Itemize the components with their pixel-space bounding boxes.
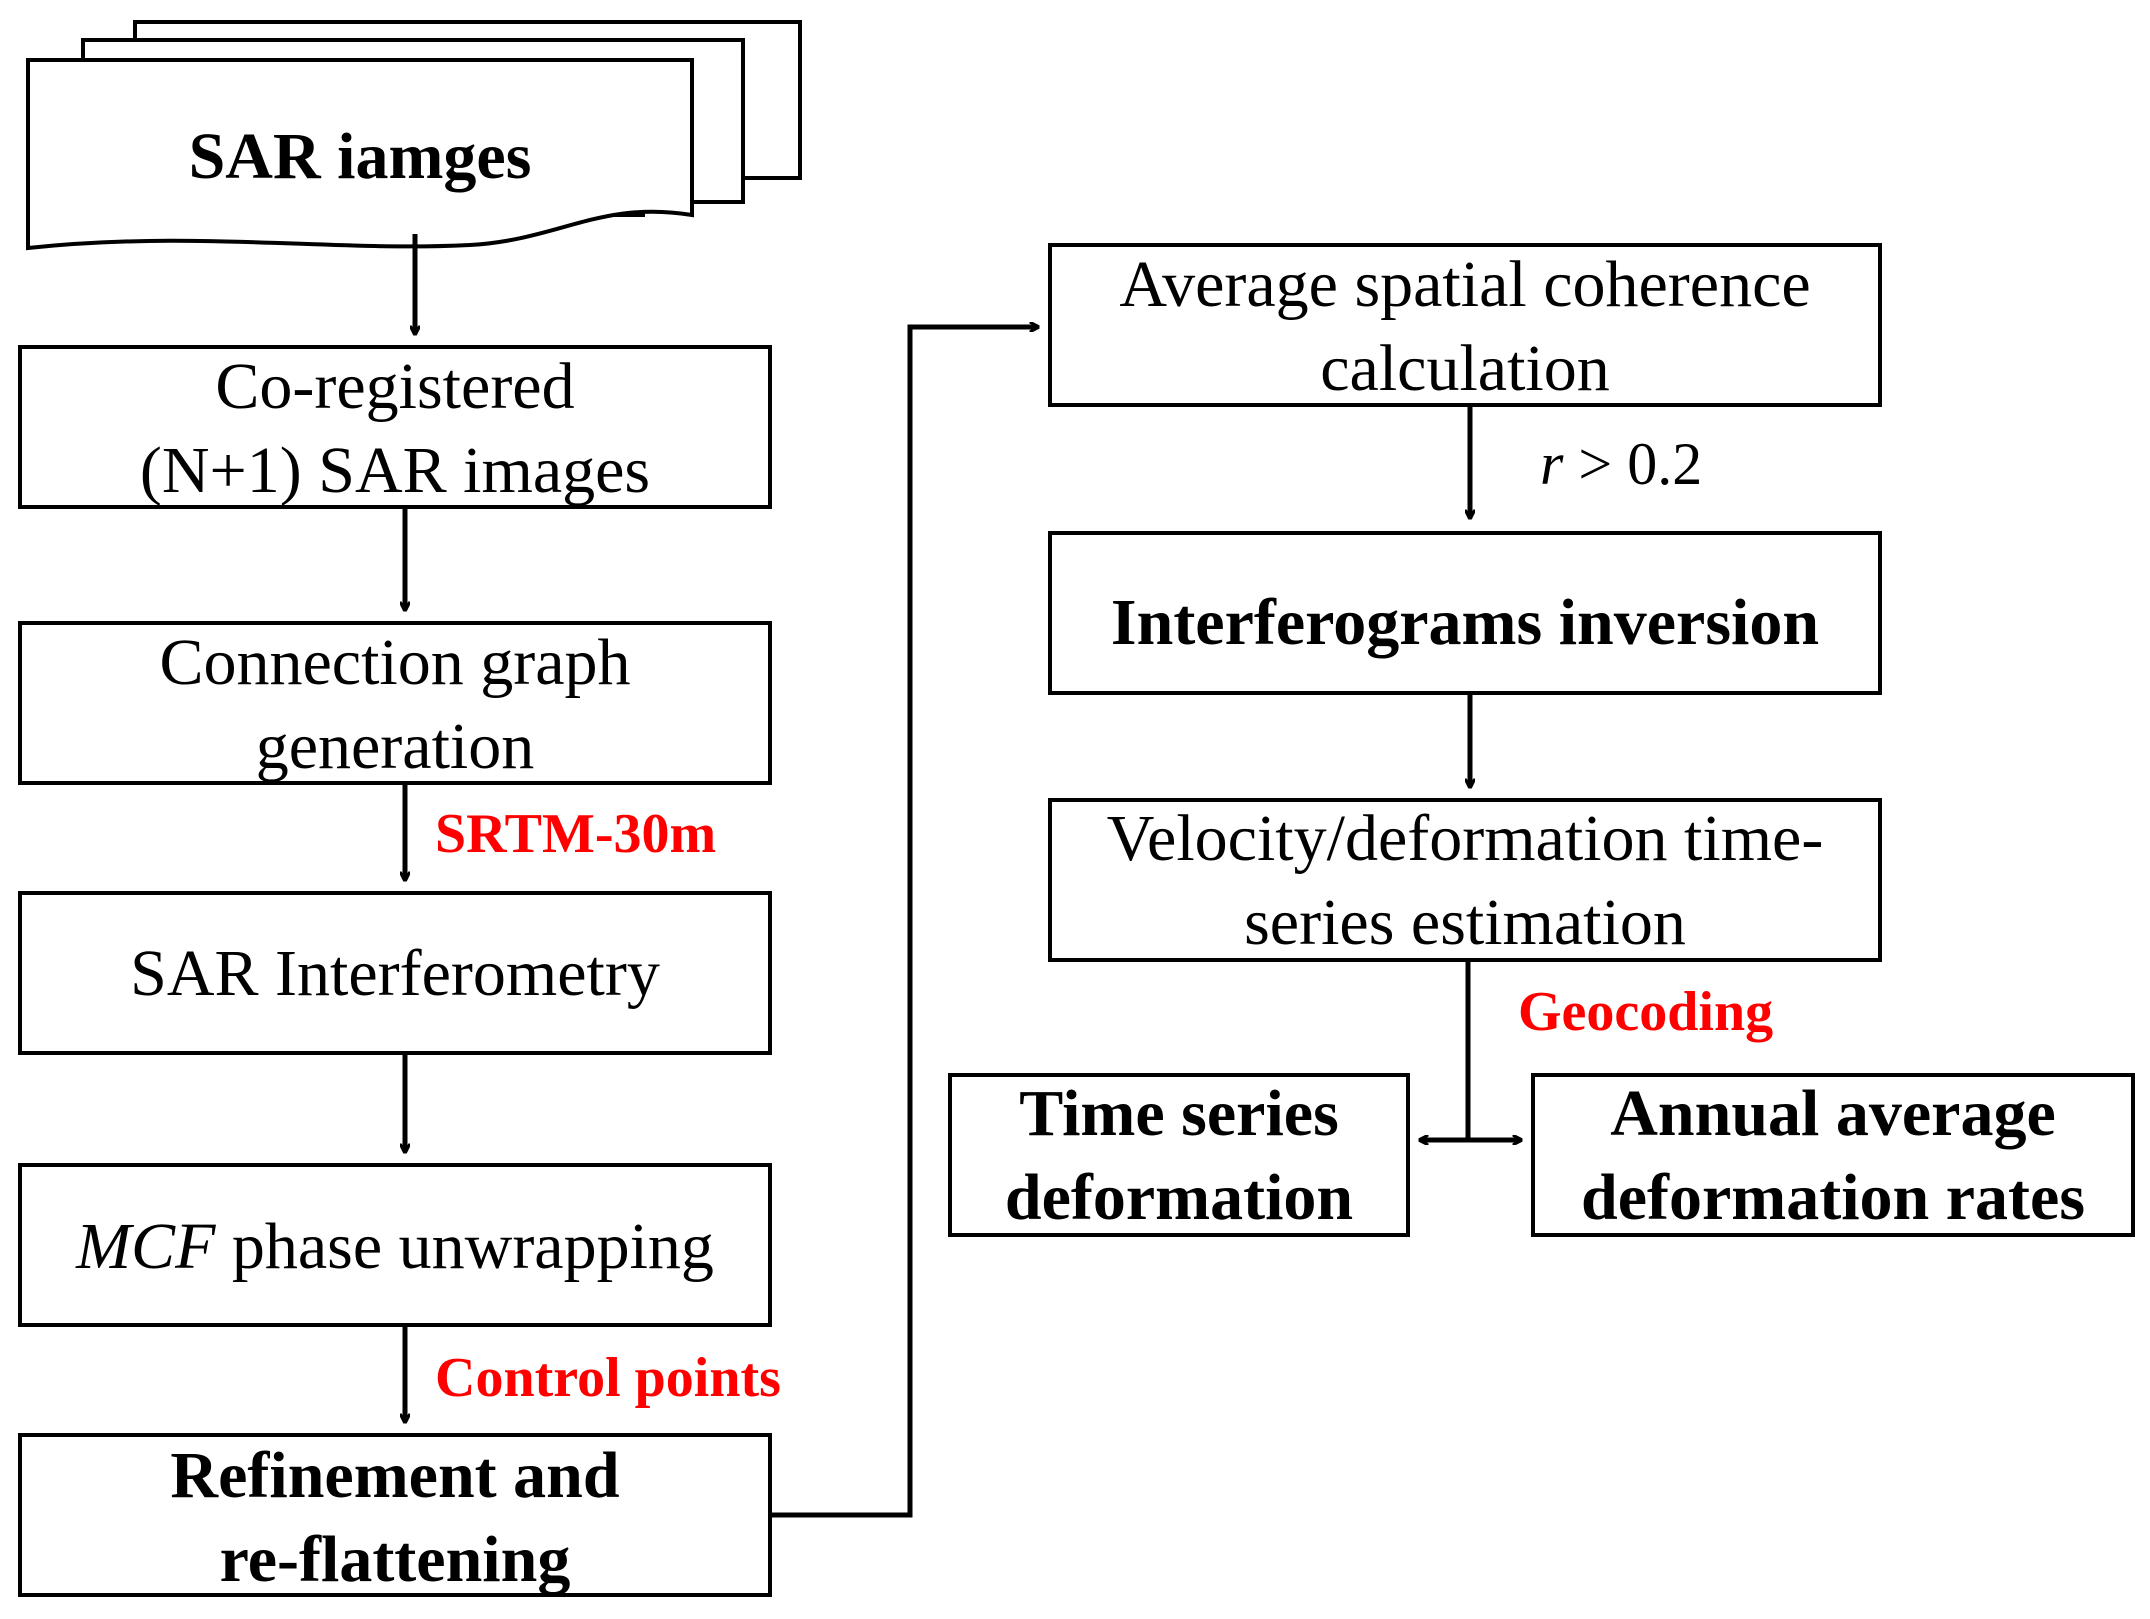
coregistered-box: Co-registered (N+1) SAR images — [18, 345, 772, 509]
refinement-box: Refinement and re-flattening — [18, 1433, 772, 1597]
time-series-deformation-box: Time series deformation — [948, 1073, 1410, 1237]
time-series-line-1: Time series — [1019, 1077, 1339, 1150]
mcf-unwrapping-label: MCF phase unwrapping — [75, 1210, 714, 1283]
mcf-unwrapping-rect — [18, 1163, 772, 1327]
srtm-label: SRTM-30m — [435, 803, 716, 865]
mcf-italic: MCF — [75, 1210, 216, 1283]
document-layer-front — [26, 58, 694, 251]
interferograms-inversion-rect — [1048, 531, 1882, 695]
velocity-estimation-rect — [1048, 798, 1882, 962]
control-points-label: Control points — [435, 1347, 781, 1409]
mcf-rest: phase unwrapping — [215, 1210, 714, 1283]
sar-images-stack: SAR iamges — [26, 20, 802, 251]
coherence-threshold-value: > 0.2 — [1563, 431, 1702, 497]
interferograms-inversion-label: Interferograms inversion — [1111, 586, 1819, 659]
velocity-estimation-box: Velocity/deformation time- series estima… — [1048, 798, 1882, 962]
avg-coherence-rect — [1048, 243, 1882, 407]
time-series-deformation-rect — [948, 1073, 1410, 1237]
coregistered-line-1: Co-registered — [215, 350, 574, 423]
connection-graph-line-1: Connection graph — [159, 626, 630, 699]
velocity-estimation-line-1: Velocity/deformation time- — [1107, 802, 1824, 875]
sar-interferometry-label: SAR Interferometry — [130, 937, 660, 1010]
geocoding-label: Geocoding — [1518, 981, 1773, 1043]
time-series-line-2: deformation — [1005, 1161, 1353, 1234]
refinement-line-1: Refinement and — [170, 1439, 619, 1512]
connection-graph-box: Connection graph generation — [18, 621, 772, 785]
avg-coherence-line-1: Average spatial coherence — [1119, 248, 1810, 321]
connection-graph-rect — [18, 621, 772, 785]
velocity-estimation-line-2: series estimation — [1244, 886, 1686, 959]
sar-interferometry-box: SAR Interferometry — [18, 891, 772, 1055]
refinement-line-2: re-flattening — [220, 1523, 571, 1596]
arrow-refinement-to-coherence — [770, 327, 1038, 1518]
connection-graph-line-2: generation — [256, 710, 535, 783]
avg-coherence-line-2: calculation — [1320, 332, 1610, 405]
annual-rates-box: Annual average deformation rates — [1531, 1073, 2135, 1237]
coherence-variable: r — [1540, 431, 1564, 497]
coregistered-rect — [18, 345, 772, 509]
sar-interferometry-rect — [18, 891, 772, 1055]
coregistered-line-2: (N+1) SAR images — [140, 434, 650, 507]
interferograms-inversion-box: Interferograms inversion — [1048, 531, 1882, 695]
annual-rates-rect — [1531, 1073, 2135, 1237]
annual-rates-line-2: deformation rates — [1581, 1161, 2085, 1234]
coherence-threshold-label: r > 0.2 — [1540, 431, 1702, 497]
sar-images-label: SAR iamges — [189, 120, 532, 193]
avg-coherence-box: Average spatial coherence calculation — [1048, 243, 1882, 407]
annual-rates-line-1: Annual average — [1610, 1077, 2056, 1150]
mcf-unwrapping-box: MCF phase unwrapping — [18, 1163, 772, 1327]
